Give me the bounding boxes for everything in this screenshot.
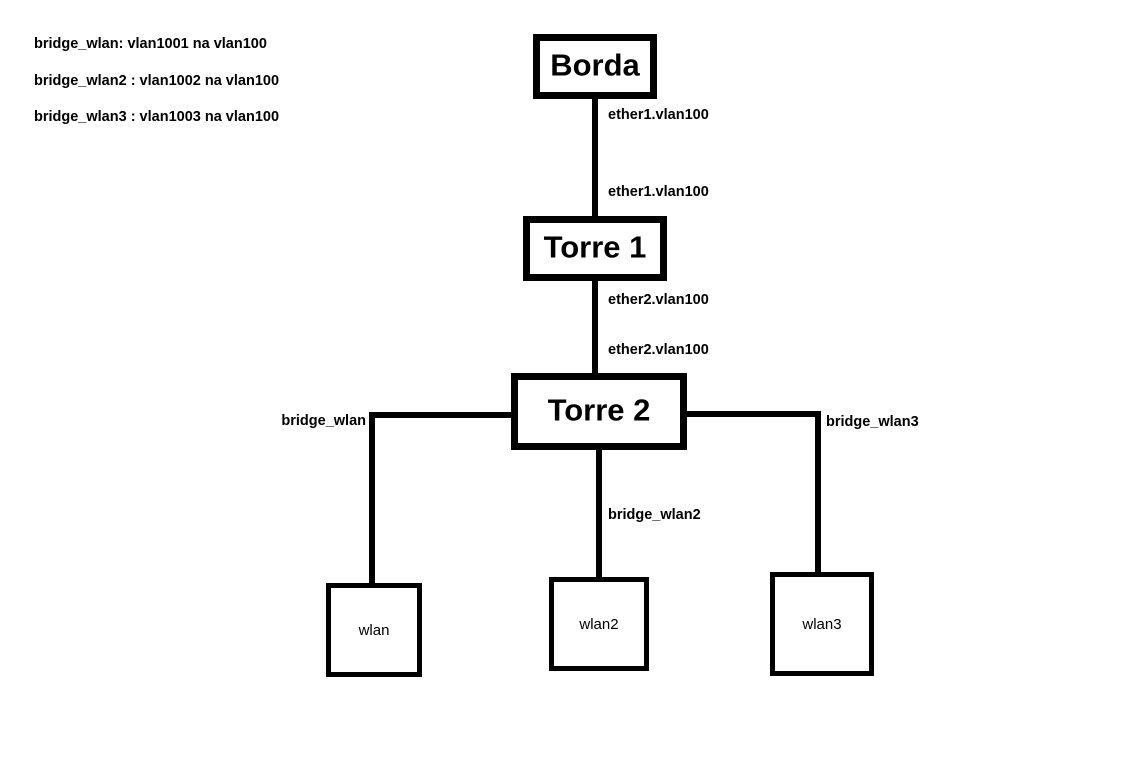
edge-label-bridge-wlan: bridge_wlan <box>281 413 366 429</box>
edge-label-borda-out: ether1.vlan100 <box>608 107 709 123</box>
node-label-wlan2: wlan2 <box>578 616 618 633</box>
node-wlan2[interactable]: wlan2 <box>549 577 649 671</box>
links-group <box>369 99 821 583</box>
node-box-wlan3 <box>770 572 874 676</box>
node-box-torre2 <box>511 373 687 450</box>
legend-line: bridge_wlan2 : vlan1002 na vlan100 <box>34 73 279 89</box>
node-box-borda <box>533 34 657 99</box>
edge-labels-group: ether1.vlan100 ether1.vlan100 ether2.vlan1… <box>281 107 918 523</box>
legend-line: bridge_wlan3 : vlan1003 na vlan100 <box>34 109 279 125</box>
legend-group: bridge_wlan: vlan1001 na vlan100 bridge_w… <box>34 36 279 125</box>
edge-label-bridge-wlan3: bridge_wlan3 <box>826 414 919 430</box>
node-label-wlan: wlan <box>358 622 390 639</box>
node-label-wlan3: wlan3 <box>801 616 841 633</box>
edge-label-torre1-in: ether1.vlan100 <box>608 184 709 200</box>
node-label-torre1: Torre 1 <box>544 230 647 265</box>
node-wlan3[interactable]: wlan3 <box>770 572 874 676</box>
edge-label-torre2-in: ether2.vlan100 <box>608 342 709 358</box>
legend-line: bridge_wlan: vlan1001 na vlan100 <box>34 36 267 52</box>
node-torre1[interactable]: Torre 1 <box>523 216 667 281</box>
link-torre2-wlan3 <box>687 411 821 572</box>
edge-label-bridge-wlan2: bridge_wlan2 <box>608 507 701 523</box>
link-torre2-wlan <box>369 412 511 583</box>
node-box-wlan2 <box>549 577 649 671</box>
node-box-torre1 <box>523 216 667 281</box>
edge-label-torre1-out: ether2.vlan100 <box>608 292 709 308</box>
node-wlan[interactable]: wlan <box>326 583 422 677</box>
node-borda[interactable]: Borda <box>533 34 657 99</box>
node-torre2[interactable]: Torre 2 <box>511 373 687 450</box>
node-label-torre2: Torre 2 <box>548 393 651 428</box>
node-label-borda: Borda <box>550 48 640 83</box>
node-box-wlan <box>326 583 422 677</box>
